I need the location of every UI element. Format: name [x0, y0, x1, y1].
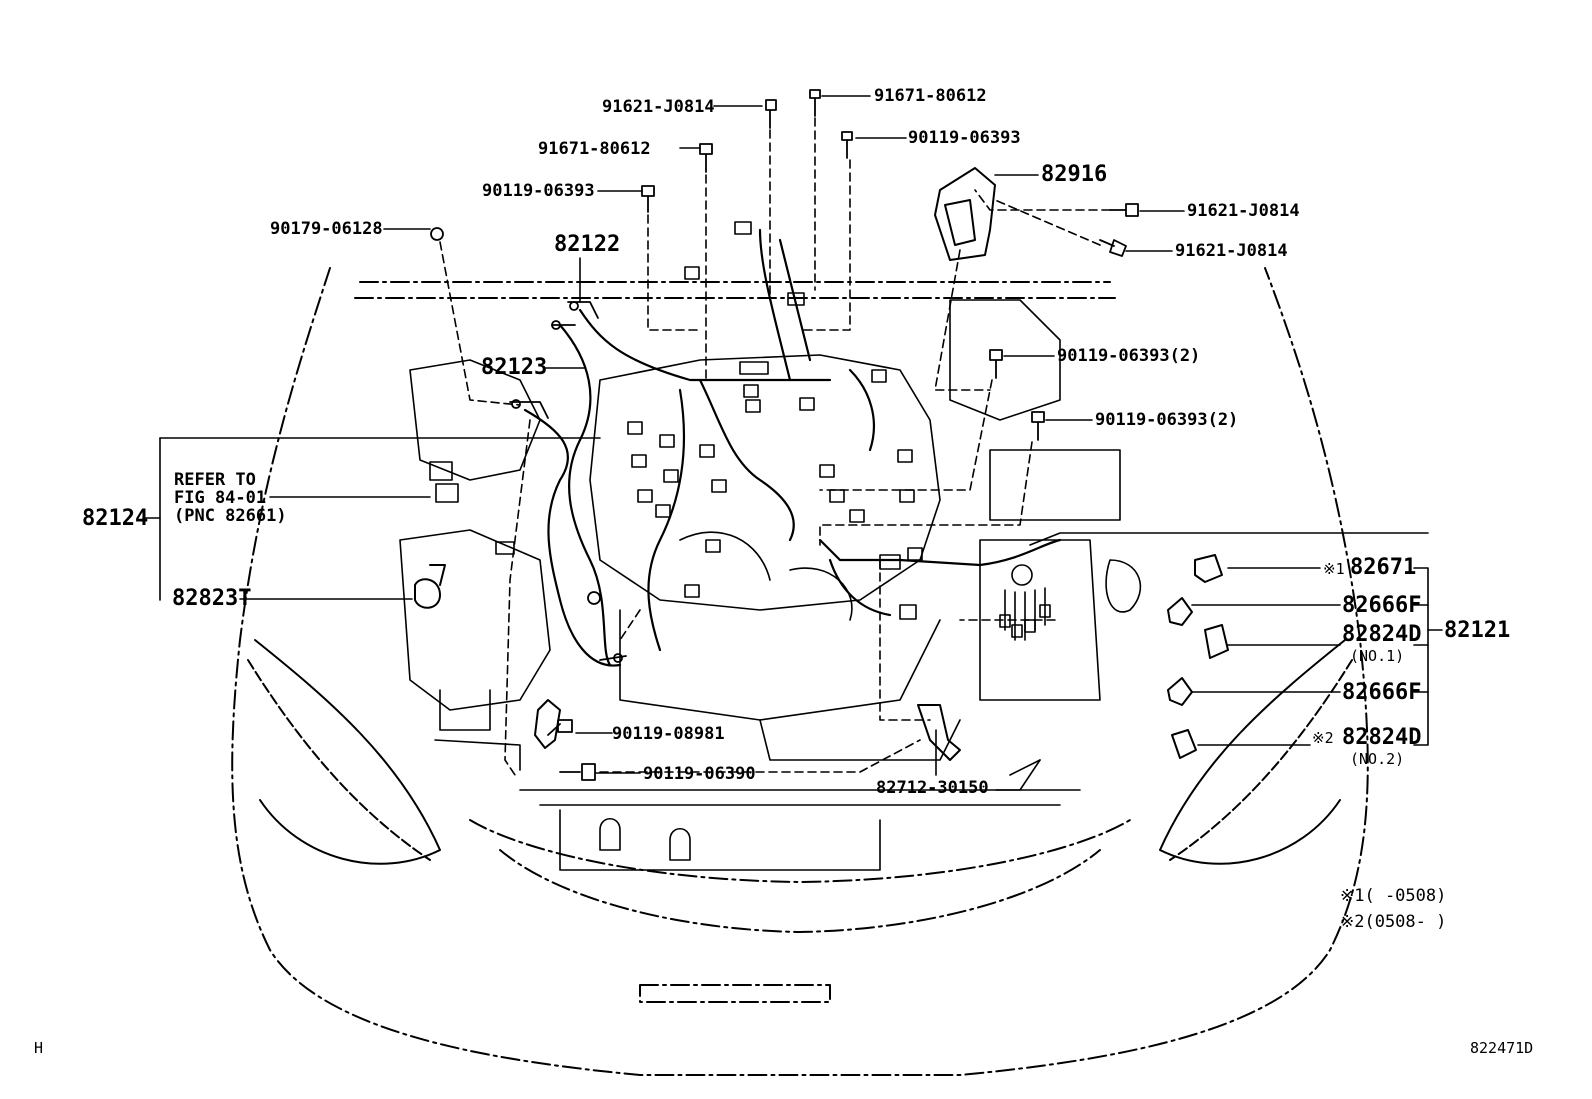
label-90179-06128: 90179-06128	[270, 219, 383, 239]
label-91621-J0814-top: 91621-J0814	[602, 97, 715, 117]
label-82824D-1: 82824D	[1342, 622, 1422, 647]
label-90119-06393-2-b: 90119-06393(2)	[1095, 410, 1239, 430]
label-82121: 82121	[1444, 618, 1511, 643]
label-82916: 82916	[1041, 162, 1108, 187]
refer-line-2: FIG 84-01	[174, 488, 267, 508]
diagram-id: 822471D	[1470, 1039, 1534, 1057]
label-91621-J0814-right-2: 91621-J0814	[1175, 241, 1288, 261]
label-82823T: 82823T	[172, 586, 252, 611]
harness-82121-bundle	[999, 564, 1051, 641]
label-90119-08981: 90119-08981	[612, 724, 725, 744]
label-82666F-1: 82666F	[1342, 593, 1422, 618]
legend-line-1: ※1( -0508)	[1340, 886, 1447, 906]
label-90119-06393-left: 90119-06393	[482, 181, 595, 201]
label-82666F-2: 82666F	[1342, 680, 1422, 705]
leader-lines	[142, 95, 1443, 791]
footer-left-code: H	[34, 1039, 44, 1057]
front-bumper	[519, 789, 1081, 871]
label-90119-06390: 90119-06390	[643, 764, 756, 784]
wire-harness-82123	[523, 228, 1062, 667]
label-91671-80612-left: 91671-80612	[538, 139, 651, 159]
sub-note-no1: (NO.1)	[1350, 647, 1405, 665]
label-82123: 82123	[481, 355, 548, 380]
label-82124: 82124	[82, 506, 149, 531]
label-90119-06393-2-a: 90119-06393(2)	[1057, 346, 1201, 366]
bolts	[430, 89, 1139, 781]
mark-2: ※2	[1312, 729, 1334, 747]
legend-line-2: ※2(0508- )	[1340, 912, 1447, 932]
relay-cover-82916	[934, 167, 996, 261]
mark-1: ※1	[1323, 560, 1345, 578]
headlamp-outlines	[247, 639, 1353, 865]
right-side-parts	[414, 554, 1229, 761]
label-82824D-2: 82824D	[1342, 725, 1422, 750]
connectors	[429, 221, 923, 620]
sub-note-no2: (NO.2)	[1350, 750, 1405, 768]
label-91671-80612-top: 91671-80612	[874, 86, 987, 106]
label-82712-30150: 82712-30150	[876, 778, 989, 798]
label-90119-06393-top: 90119-06393	[908, 128, 1021, 148]
car-body-outline	[231, 267, 1369, 1076]
label-82671: 82671	[1350, 555, 1417, 580]
refer-line-1: REFER TO	[174, 470, 256, 490]
refer-line-3: (PNC 82661)	[174, 506, 287, 526]
label-82122: 82122	[554, 232, 621, 257]
dashed-assembly-lines	[439, 117, 1111, 776]
label-91621-J0814-right-1: 91621-J0814	[1187, 201, 1300, 221]
